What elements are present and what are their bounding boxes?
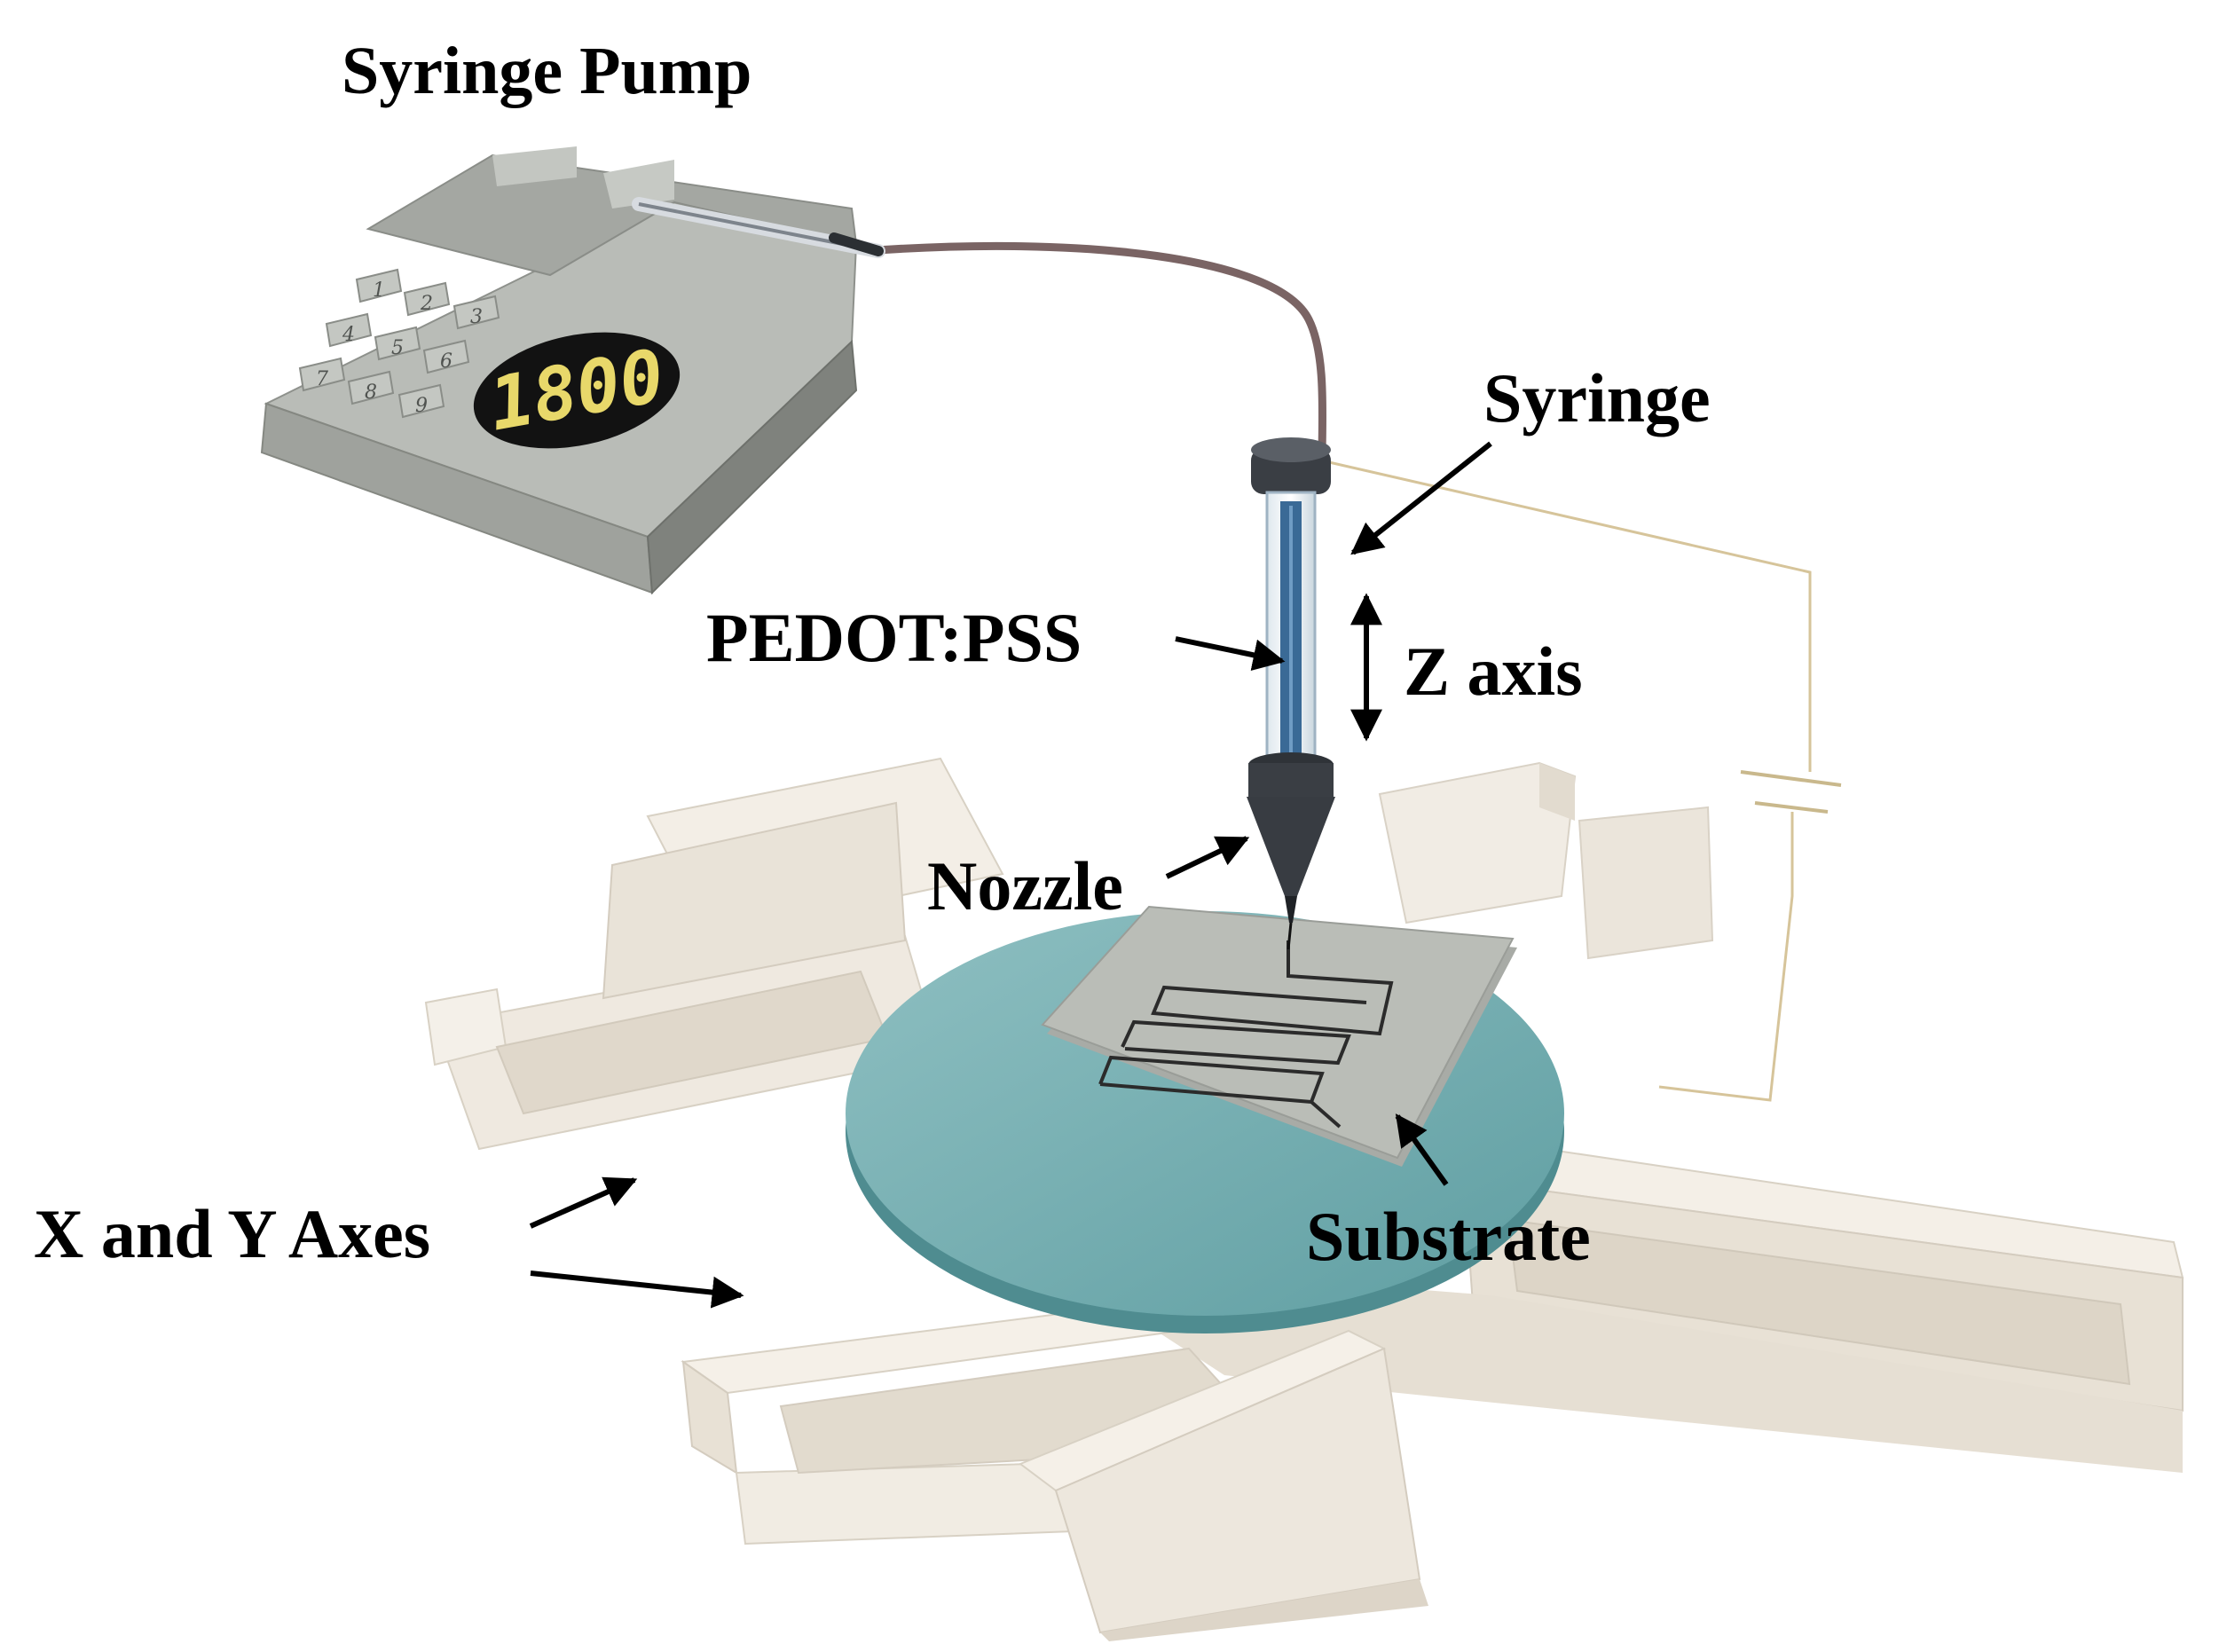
- keypad: 1 2 3 4 5 6 7 8 9: [298, 268, 500, 419]
- nozzle: [1247, 797, 1335, 896]
- key-1: 1: [373, 279, 385, 302]
- nozzle-arrow: [1165, 836, 1250, 879]
- substrate-arrow: [1395, 1113, 1449, 1186]
- key-8: 8: [365, 382, 377, 404]
- syringe-pump: 1 2 3 4 5 6 7 8 9 1800: [260, 146, 885, 595]
- key-9: 9: [415, 395, 428, 417]
- syringe-assembly: [861, 241, 1335, 950]
- battery-plate-short: [1754, 801, 1829, 814]
- key-5: 5: [391, 337, 404, 359]
- key-7: 7: [316, 368, 328, 390]
- syringe-pump-label: Syringe Pump: [342, 34, 752, 108]
- annotation-arrows: [529, 441, 1492, 1309]
- substrate-label: Substrate: [1306, 1198, 1591, 1275]
- z-axis-label: Z axis: [1404, 633, 1583, 710]
- xy-axes-label: X and Y Axes: [34, 1195, 431, 1272]
- pedot-pss-label: PEDOT:PSS: [706, 599, 1082, 676]
- nozzle-label: Nozzle: [927, 847, 1123, 924]
- key-6: 6: [440, 350, 452, 373]
- key-4: 4: [342, 324, 355, 346]
- key-2: 2: [420, 293, 433, 315]
- xy-arrow-upper: [529, 1176, 638, 1229]
- xy-arrow-lower: [530, 1270, 744, 1309]
- voltage-circuit: [1317, 458, 1842, 1102]
- feed-tube: [861, 241, 1327, 466]
- syringe-arrow: [1350, 441, 1492, 555]
- key-3: 3: [470, 306, 483, 328]
- pedot-arrow: [1175, 636, 1286, 672]
- battery-plate-long: [1740, 770, 1842, 787]
- printed-pedot-trace: [1098, 940, 1394, 1129]
- substrate-plate: [1041, 905, 1517, 1167]
- syringe-label: Syringe: [1483, 359, 1711, 437]
